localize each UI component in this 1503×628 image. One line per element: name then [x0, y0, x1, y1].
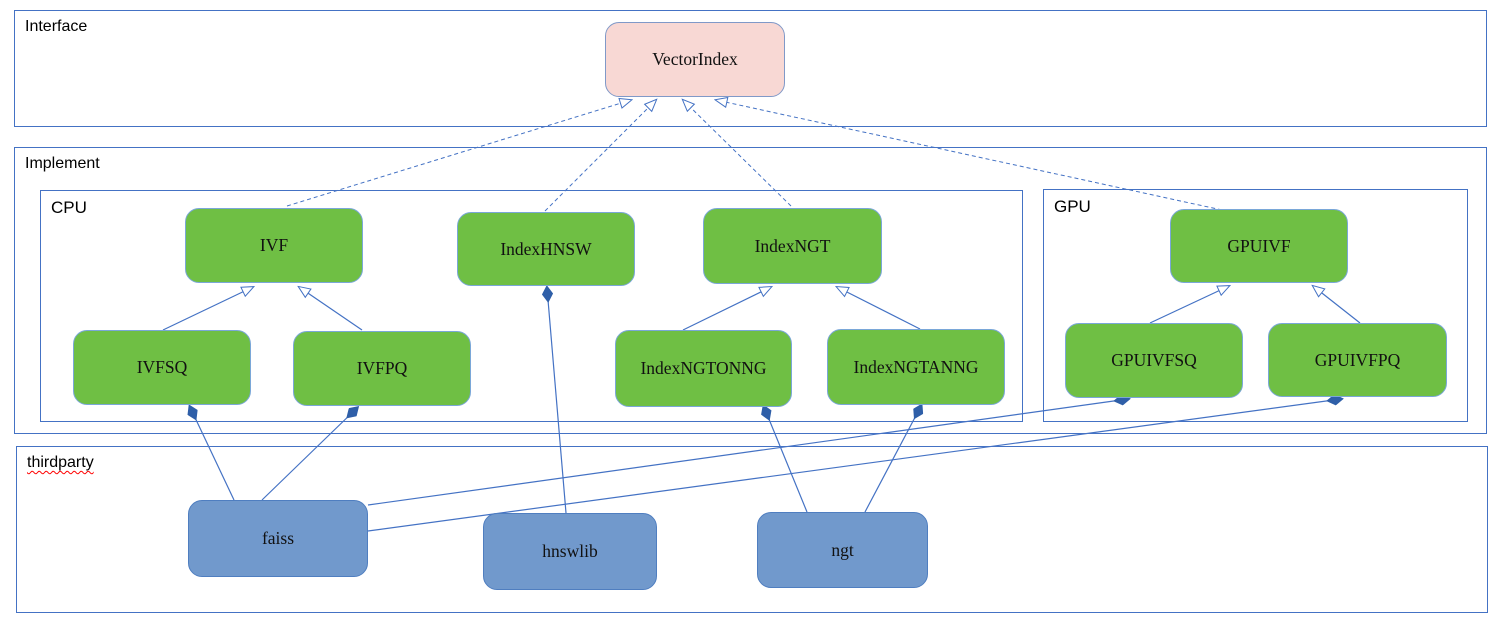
- section-cpu-label: CPU: [51, 198, 87, 217]
- node-ivf-label: IVF: [259, 235, 289, 255]
- section-interface-label: Interface: [25, 18, 88, 35]
- node-gpuivfpq: GPUIVFPQ: [1268, 323, 1447, 397]
- node-indexngtanng-label: IndexNGTANNG: [853, 356, 979, 377]
- node-indexngtonng: IndexNGTONNG: [615, 330, 792, 407]
- node-ivfsq: IVFSQ: [73, 330, 251, 405]
- section-gpu-label: GPU: [1054, 197, 1091, 216]
- node-indexngtanng: IndexNGTANNG: [827, 329, 1005, 405]
- node-vectorindex-label: VectorIndex: [652, 49, 738, 69]
- node-hnswlib: hnswlib: [483, 513, 657, 590]
- node-ivfsq-label: IVFSQ: [136, 357, 188, 377]
- node-ngt-label: ngt: [831, 539, 854, 560]
- node-indexngt-label: IndexNGT: [754, 235, 831, 256]
- node-faiss: faiss: [188, 500, 368, 577]
- node-ivf: IVF: [185, 208, 363, 283]
- section-implement-label: Implement: [25, 155, 100, 172]
- node-gpuivfsq-label: GPUIVFSQ: [1111, 350, 1197, 370]
- node-indexngtonng-label: IndexNGTONNG: [640, 358, 767, 378]
- node-ngt: ngt: [757, 512, 928, 588]
- node-hnswlib-label: hnswlib: [542, 541, 598, 561]
- node-indexngt: IndexNGT: [703, 208, 882, 284]
- node-gpuivfpq-label: GPUIVFPQ: [1314, 349, 1401, 370]
- node-indexhnsw: IndexHNSW: [457, 212, 635, 286]
- node-gpuivf-label: GPUIVF: [1227, 235, 1291, 256]
- node-vectorindex: VectorIndex: [605, 22, 785, 97]
- node-ivfpq: IVFPQ: [293, 331, 471, 406]
- node-gpuivf: GPUIVF: [1170, 209, 1348, 283]
- node-ivfpq-label: IVFPQ: [356, 358, 408, 378]
- node-indexhnsw-label: IndexHNSW: [500, 238, 592, 259]
- node-faiss-label: faiss: [261, 528, 295, 548]
- section-thirdparty-label: thirdparty: [27, 454, 94, 471]
- node-gpuivfsq: GPUIVFSQ: [1065, 323, 1243, 398]
